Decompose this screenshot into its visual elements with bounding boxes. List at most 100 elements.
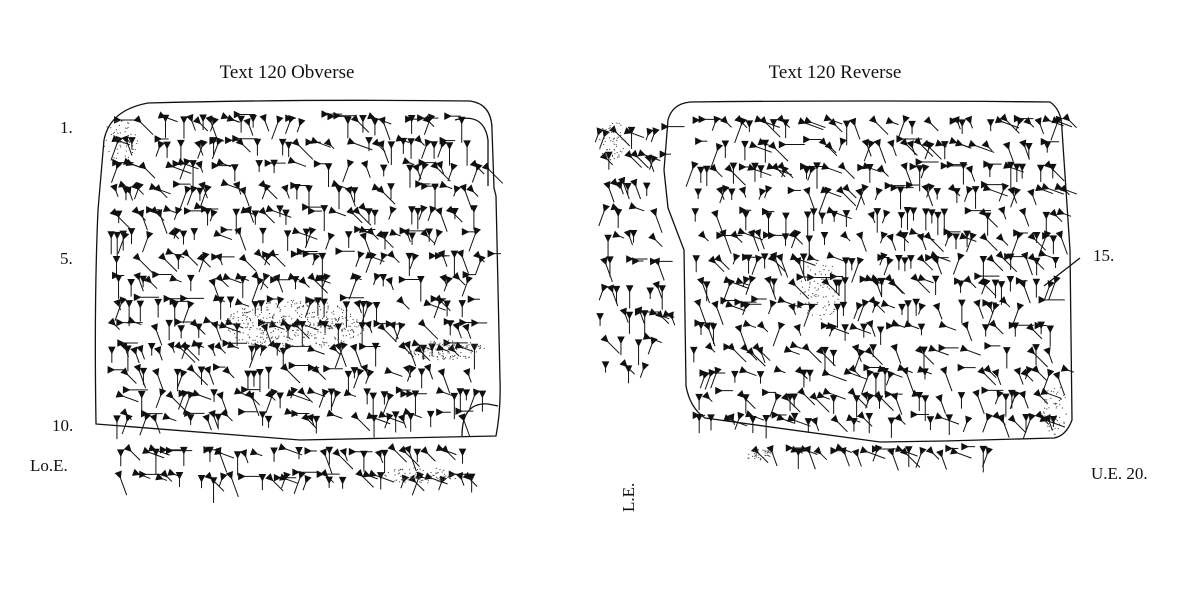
cuneiform-wedge — [841, 277, 849, 303]
damage-stipple — [419, 471, 421, 474]
cuneiform-wedge — [206, 446, 214, 462]
damage-stipple — [327, 308, 329, 310]
damage-stipple — [326, 342, 328, 344]
cuneiform-wedge — [781, 119, 790, 139]
damage-stipple — [249, 310, 251, 313]
cuneiform-wedge — [810, 417, 820, 432]
cuneiform-wedge — [461, 275, 473, 297]
cuneiform-wedge — [304, 226, 317, 249]
cuneiform-wedge — [830, 414, 848, 433]
damage-stipple — [452, 344, 454, 346]
cuneiform-wedge — [120, 367, 137, 384]
cuneiform-wedge — [169, 274, 182, 283]
cuneiform-wedge — [737, 227, 764, 241]
damage-stipple — [414, 354, 417, 356]
cuneiform-wedge — [702, 281, 711, 302]
damage-stipple — [610, 140, 612, 142]
cuneiform-wedge — [768, 141, 789, 162]
cuneiform-wedge — [1006, 253, 1015, 270]
damage-stipple — [337, 333, 339, 335]
cuneiform-wedge — [605, 151, 613, 170]
damage-stipple — [449, 355, 452, 358]
cuneiform-wedge — [981, 140, 993, 152]
cuneiform-wedge — [455, 471, 465, 486]
cuneiform-wedge — [895, 255, 903, 271]
damage-stipple — [423, 357, 425, 360]
damage-stipple — [298, 324, 300, 326]
cuneiform-wedge — [376, 185, 396, 205]
damage-stipple — [401, 479, 403, 481]
cuneiform-wedge — [855, 231, 867, 252]
cuneiform-wedge — [232, 134, 258, 143]
damage-stipple — [1052, 425, 1055, 427]
damage-stipple — [342, 323, 345, 325]
damage-stipple — [816, 302, 819, 304]
cuneiform-wedge — [1032, 344, 1040, 365]
damage-stipple — [347, 330, 349, 332]
obverse-line-label-1: 1. — [60, 118, 73, 137]
damage-stipple — [608, 132, 610, 134]
damage-stipple — [817, 295, 819, 297]
cuneiform-wedge — [887, 447, 899, 471]
cuneiform-wedge — [1050, 115, 1063, 141]
damage-stipple — [335, 319, 337, 321]
damage-stipple — [247, 334, 249, 336]
damage-stipple — [320, 344, 322, 346]
cuneiform-wedge — [995, 250, 1018, 273]
damage-stipple — [130, 133, 132, 135]
cuneiform-wedge — [195, 160, 204, 173]
damage-stipple — [826, 286, 828, 288]
cuneiform-wedge — [423, 113, 436, 136]
damage-stipple — [126, 127, 128, 130]
damage-stipple — [284, 305, 286, 308]
cuneiform-wedge — [1059, 184, 1070, 196]
damage-stipple — [604, 153, 606, 156]
cuneiform-wedge — [761, 139, 770, 163]
cuneiform-wedge — [864, 346, 883, 365]
damage-stipple — [439, 342, 441, 344]
damage-stipple — [432, 474, 434, 477]
cuneiform-wedge — [321, 273, 331, 290]
damage-stipple — [232, 329, 234, 332]
damage-stipple — [438, 353, 440, 355]
cuneiform-wedge — [835, 185, 857, 207]
cuneiform-wedge — [910, 410, 929, 419]
cuneiform-wedge — [775, 253, 789, 278]
damage-stipple — [349, 333, 351, 335]
damage-stipple — [263, 330, 266, 332]
cuneiform-wedge — [876, 326, 885, 345]
cuneiform-wedge — [265, 388, 278, 413]
damage-stipple — [356, 326, 358, 328]
cuneiform-wedge — [1018, 207, 1030, 227]
cuneiform-wedge — [226, 296, 235, 308]
damage-stipple — [299, 320, 301, 322]
cuneiform-wedge — [107, 231, 116, 255]
damage-stipple — [323, 337, 325, 340]
cuneiform-wedge — [128, 137, 136, 150]
cuneiform-wedge — [130, 346, 140, 364]
cuneiform-wedge — [624, 150, 643, 168]
cuneiform-wedge — [282, 209, 290, 225]
damage-stipple — [437, 359, 439, 361]
cuneiform-wedge — [307, 272, 328, 294]
damage-stipple — [811, 314, 814, 316]
cuneiform-wedge — [982, 412, 993, 433]
cuneiform-wedge — [339, 293, 364, 302]
cuneiform-wedge — [764, 275, 777, 300]
cuneiform-wedge — [615, 180, 624, 195]
cuneiform-wedge — [866, 163, 874, 183]
cuneiform-wedge — [601, 361, 610, 373]
cuneiform-wedge — [435, 160, 445, 175]
cuneiform-wedge — [959, 344, 981, 356]
cuneiform-wedge — [719, 115, 732, 128]
cuneiform-wedge — [841, 183, 857, 199]
cuneiform-wedge — [986, 302, 1000, 328]
damage-stipple — [1050, 390, 1052, 392]
cuneiform-wedge — [604, 234, 612, 261]
damage-stipple — [350, 329, 352, 332]
damage-stipple — [238, 339, 240, 341]
damage-stipple — [356, 321, 359, 323]
damage-stipple — [314, 337, 316, 339]
cuneiform-wedge — [598, 203, 610, 227]
cuneiform-wedge — [986, 254, 1004, 272]
